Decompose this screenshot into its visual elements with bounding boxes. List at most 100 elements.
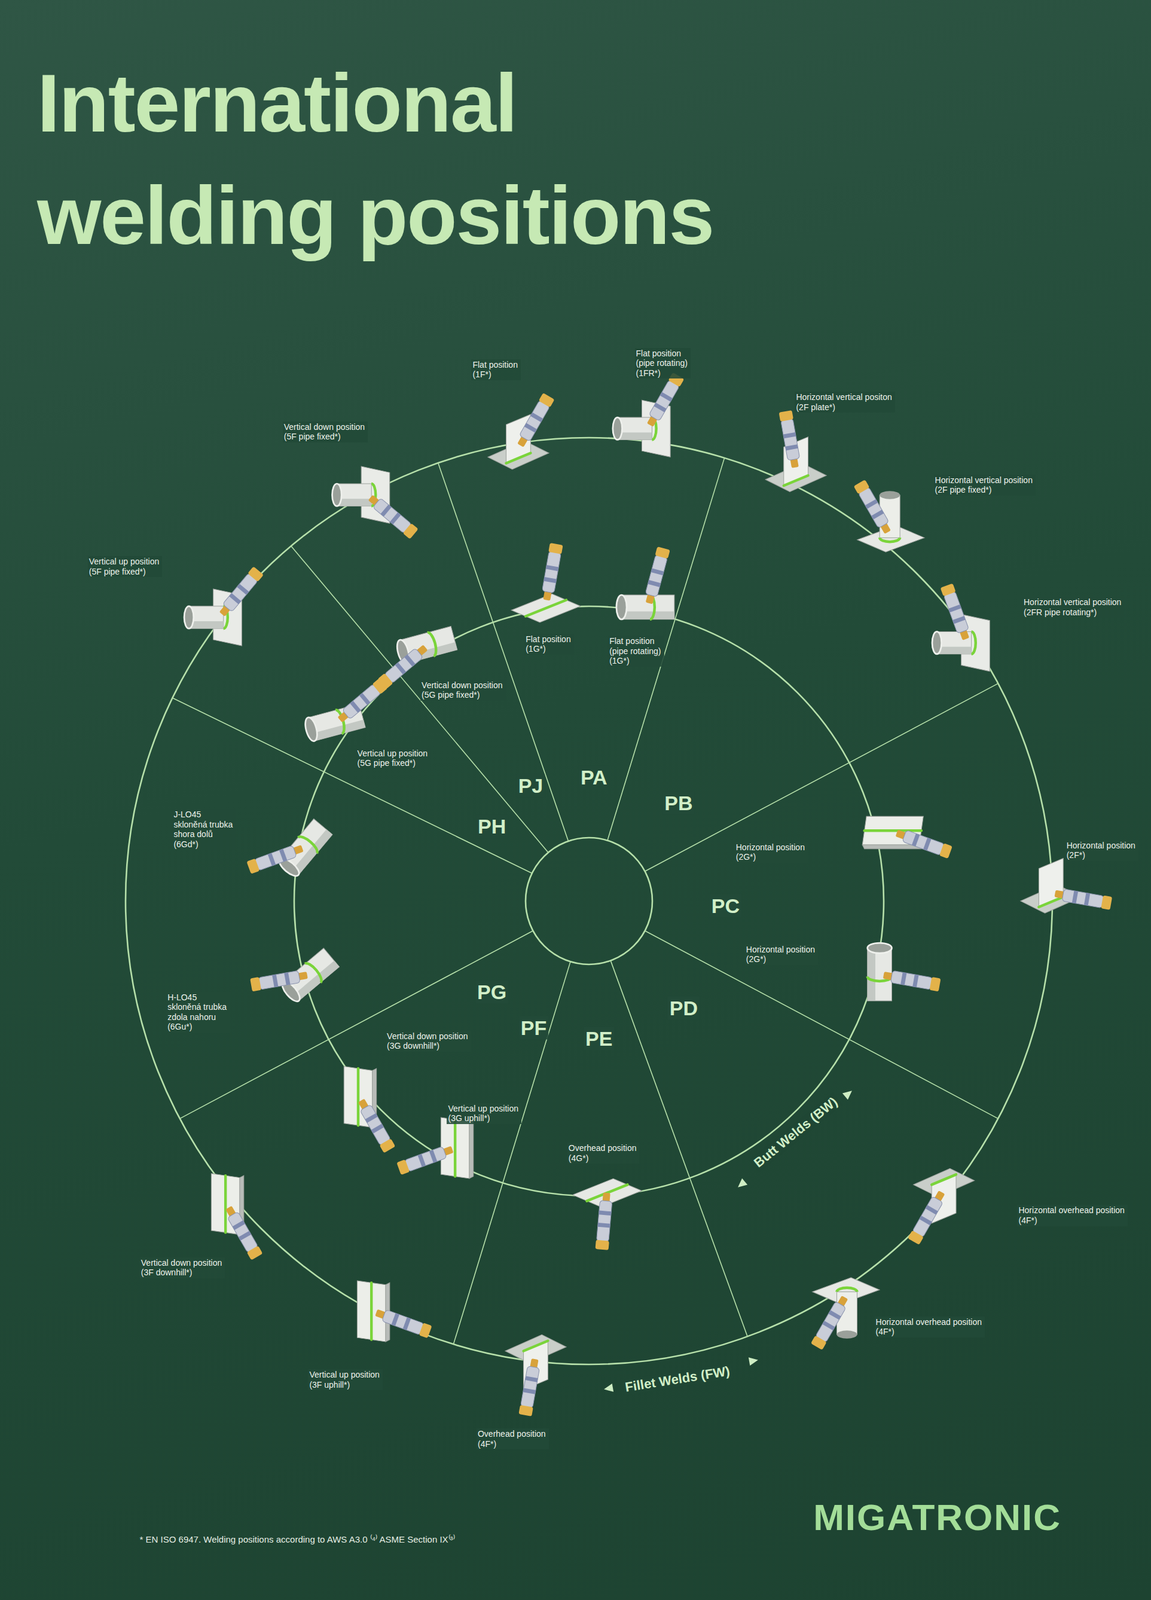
torch-part [365,1113,378,1123]
pipe-shade [188,621,224,629]
torch-part [538,392,555,408]
torch-part [810,1335,827,1351]
weld-illustration [184,566,264,646]
torch-part [542,550,562,594]
torch-part [865,499,878,509]
torch-part [907,1230,924,1245]
torch-part [404,654,415,667]
weld-seam [506,453,531,464]
welding-torch [355,1097,396,1153]
torch-part [389,512,401,525]
weld-seam [971,631,976,654]
welding-torch [907,1189,948,1245]
position-label: Horizontal vertical positon (2F plate*) [794,391,895,413]
torch-part [530,412,543,423]
weld-seam [523,1341,549,1352]
torch-part [1072,890,1079,904]
welding-torch [882,968,942,992]
direction-arrow [735,1178,748,1191]
sector-line [645,683,999,872]
torch-part [545,565,559,572]
sector-code: PE [583,1027,615,1051]
weld-illustration [356,1280,432,1342]
torch-part [518,400,551,442]
torch-part [246,1245,264,1260]
position-label: Vertical up position (3G uphill*) [446,1103,522,1125]
sector-line [172,697,532,873]
ring-circle [125,437,1053,1365]
weld-group-label: Fillet Welds (FW) [621,1363,734,1397]
weld-seam [356,1068,360,1126]
welding-torch [853,479,894,536]
weld-seam [931,1174,957,1185]
torch-part [940,583,957,597]
sector-line [291,545,549,853]
torch-part [939,843,953,859]
weld-group-label: Butt Welds (BW) [749,1093,843,1173]
welding-torch [396,1143,455,1175]
pipe-end [836,1330,857,1339]
position-label: Horizontal overhead position (4F*) [1017,1204,1128,1226]
welding-torch [335,678,388,725]
weld-illustration [867,942,942,1001]
welding-torch [642,546,671,606]
welding-torch [1054,887,1113,911]
torch-part [236,583,249,595]
weld-illustration [616,546,675,620]
position-label: Horizontal position (2G*) [745,944,818,966]
welding-torch [539,542,563,602]
torch-part [249,977,262,992]
welding-torch [779,410,802,469]
position-label: Flat position (1F*) [471,359,521,381]
torch-part [785,444,798,451]
weld-illustration [1020,858,1113,914]
torch-part [395,662,406,675]
sector-code: PJ [516,774,546,798]
torch-part [595,1240,610,1251]
torch-part [279,849,288,862]
torch-part [382,1309,425,1335]
brand-logo: MIGATRONIC [813,1496,1062,1539]
torch-part [929,977,942,992]
torch-part [254,845,297,871]
weld-seam [864,829,922,832]
position-label: J-LO45 skloněná trubka shora dolů (6Gd*) [172,808,237,850]
pipe-end [612,417,623,440]
torch-part [359,1104,392,1146]
torch-part [919,1215,932,1226]
poster-title: International welding positions [37,46,739,272]
torch-part [943,591,969,634]
weld-seam [879,537,900,542]
torch-part [247,566,264,582]
sector-code: PB [662,791,695,815]
pipe-shade [621,611,674,620]
weld-seam [1038,896,1064,908]
torch-part [342,684,381,720]
ring-circle [294,606,884,1196]
position-label: Vertical down position (5F pipe fixed*) [282,421,368,443]
torch-part [923,837,931,851]
torch-part [1061,889,1105,909]
welding-torch [810,1293,851,1350]
torch-part [349,700,361,713]
torch-part [524,1375,538,1382]
weld-illustration [572,1178,643,1251]
position-label: Overhead position (4G*) [567,1142,640,1164]
plate-shape [1038,858,1064,908]
position-label: Horizontal position (2G*) [734,841,808,863]
welding-torch [940,583,973,642]
torch-part [912,974,919,988]
footnote: * EN ISO 6947. Welding positions accordi… [139,1533,475,1546]
torch-part [822,1320,835,1331]
weld-illustration [907,1168,975,1245]
welding-torch [894,826,953,859]
position-label: Vertical down position (3G downhill*) [385,1030,471,1052]
torch-part [284,972,290,985]
position-label: Flat position (pipe rotating) (1G*) [608,635,664,667]
sector-code: PC [709,894,742,918]
torch-part [548,542,563,555]
direction-arrow [748,1356,759,1366]
torch-part [359,692,371,705]
torch-part [780,418,801,461]
position-label: Flat position (pipe rotating) (1FR*) [634,347,691,380]
